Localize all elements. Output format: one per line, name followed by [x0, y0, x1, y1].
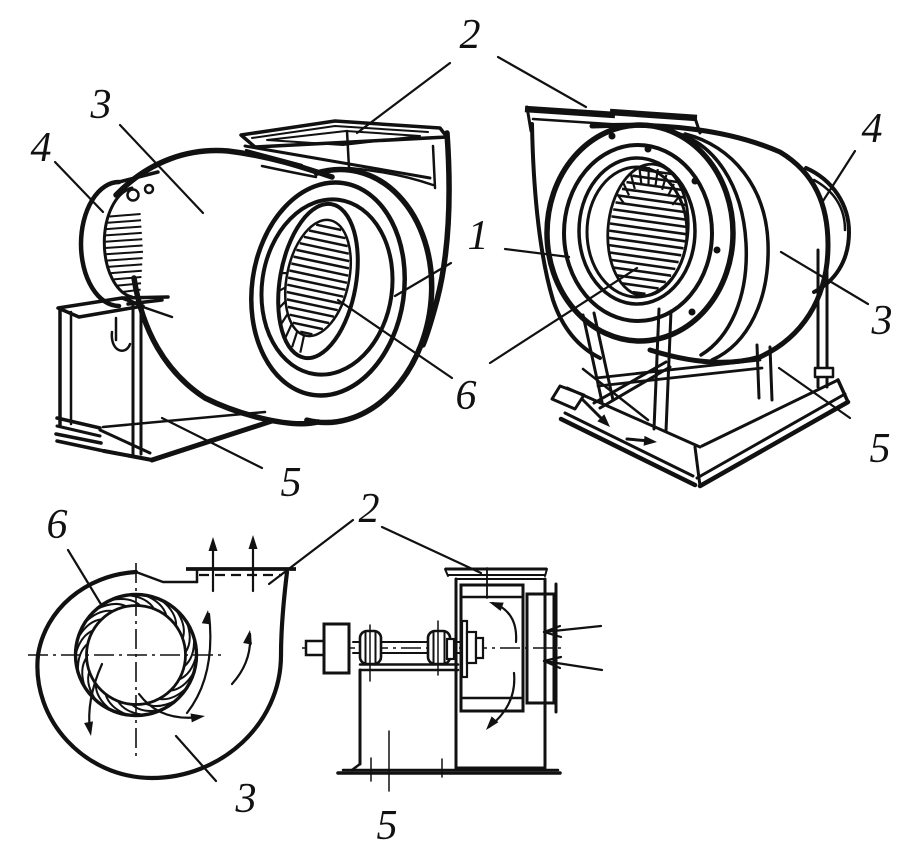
- svg-text:2: 2: [460, 12, 481, 58]
- svg-text:5: 5: [870, 426, 891, 472]
- svg-text:6: 6: [47, 502, 68, 548]
- svg-text:1: 1: [468, 213, 489, 259]
- svg-text:2: 2: [359, 486, 380, 532]
- svg-text:3: 3: [871, 298, 893, 344]
- svg-text:3: 3: [90, 82, 112, 128]
- svg-text:4: 4: [31, 125, 52, 171]
- svg-text:5: 5: [377, 803, 398, 849]
- svg-text:4: 4: [862, 106, 883, 152]
- svg-text:5: 5: [281, 460, 302, 506]
- svg-text:3: 3: [235, 776, 257, 822]
- svg-text:6: 6: [456, 373, 477, 419]
